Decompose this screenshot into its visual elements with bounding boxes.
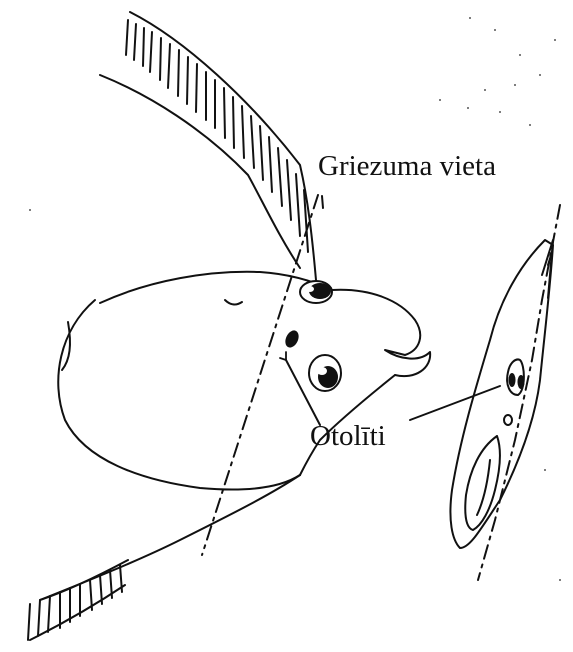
otolith-mark-section-1 bbox=[509, 373, 516, 387]
upper-eye bbox=[300, 281, 332, 303]
cut-tick-mark bbox=[322, 196, 323, 208]
otolith-arrowhead-left bbox=[280, 352, 286, 360]
lower-eye bbox=[309, 355, 341, 391]
otoliths-label: Otolīti bbox=[310, 420, 386, 453]
otolith-mark-head bbox=[283, 328, 301, 349]
anal-fin bbox=[28, 560, 128, 640]
cut-location-label: Griezuma vieta bbox=[318, 150, 496, 183]
cross-section bbox=[450, 205, 560, 580]
dorsal-fin bbox=[100, 12, 316, 280]
otolith-pointer-right bbox=[410, 386, 500, 420]
otolith-mark-section-2 bbox=[518, 375, 525, 389]
cut-line bbox=[202, 195, 318, 555]
